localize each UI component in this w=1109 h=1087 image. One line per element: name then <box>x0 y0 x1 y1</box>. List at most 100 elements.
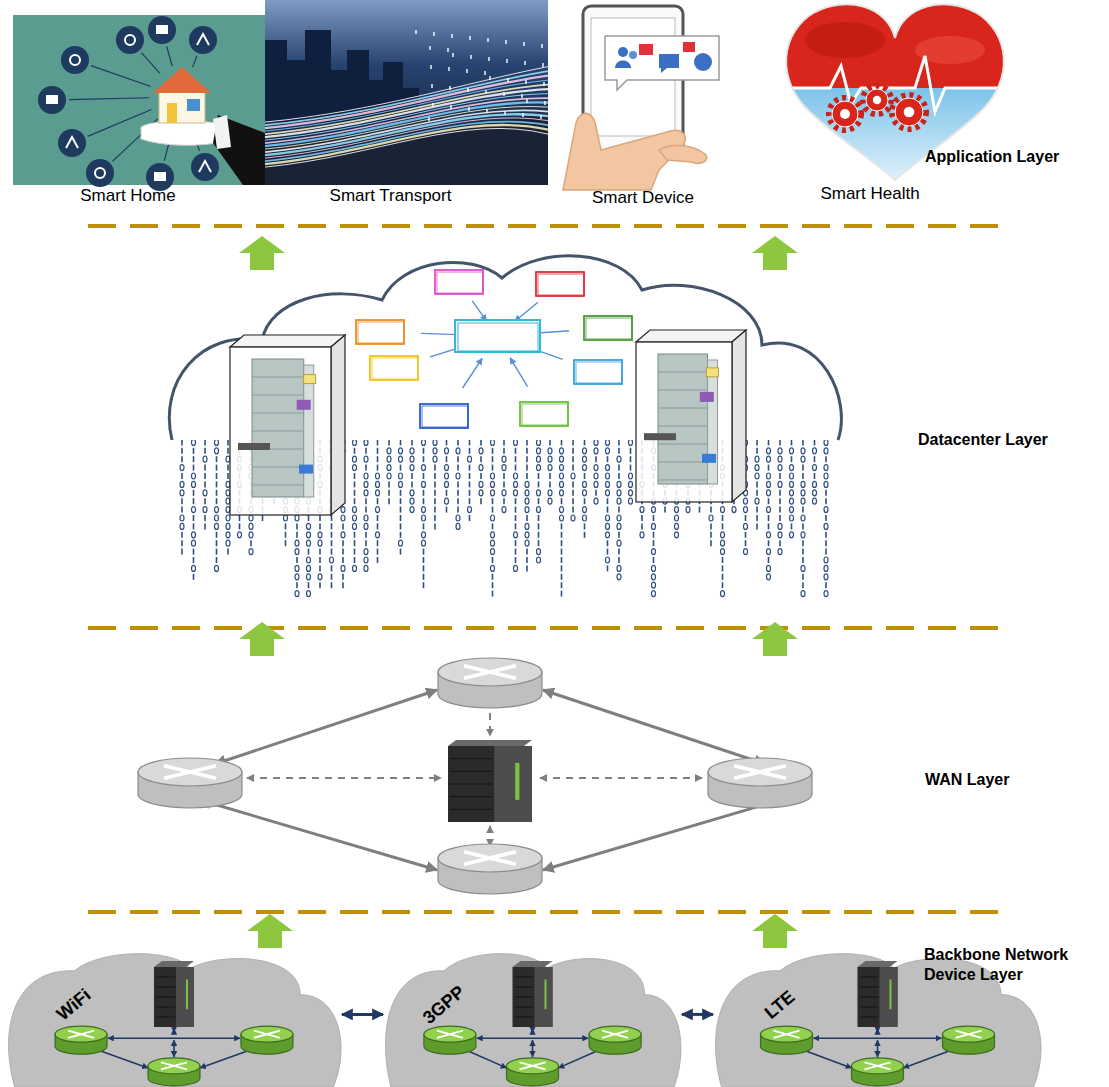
illustration-ellipse <box>353 507 357 513</box>
illustration-line <box>423 490 425 496</box>
illustration-line <box>768 498 770 504</box>
illustration-ellipse <box>226 490 230 496</box>
illustration-ellipse <box>813 448 817 454</box>
illustration-ellipse <box>824 473 828 479</box>
illustration-ellipse <box>387 465 391 471</box>
illustration-line <box>377 523 379 529</box>
illustration-line <box>365 507 367 513</box>
illustration-line <box>173 1029 175 1032</box>
illustration-line <box>377 498 379 504</box>
illustration-ellipse <box>525 507 529 513</box>
illustration-line <box>215 690 437 764</box>
router-symbol <box>852 1058 904 1086</box>
illustration-circle <box>86 159 114 187</box>
illustration-line <box>865 1062 891 1069</box>
illustration-ellipse <box>445 481 449 487</box>
illustration-line <box>658 372 708 373</box>
flow-up-arrow <box>239 236 285 270</box>
illustration-ellipse <box>801 532 805 538</box>
illustration-ellipse <box>438 844 542 872</box>
illustration-line <box>193 490 195 496</box>
illustration-polygon <box>153 67 211 93</box>
illustration-line <box>423 456 425 462</box>
illustration-line <box>664 507 666 513</box>
illustration-rect <box>167 103 177 123</box>
illustration-ellipse <box>790 507 794 513</box>
illustration-line <box>434 498 436 504</box>
illustration-ellipse <box>364 439 368 445</box>
illustration-g <box>563 6 719 190</box>
illustration-ellipse <box>203 456 207 462</box>
illustration-ellipse <box>943 1026 995 1042</box>
layer-label: Application Layer <box>925 147 1105 167</box>
illustration-line <box>464 666 516 679</box>
cloud-outline <box>385 954 680 1087</box>
illustration-rect <box>542 63 544 67</box>
illustration-rect <box>428 117 430 121</box>
illustration-line <box>216 549 218 555</box>
illustration-rect <box>159 91 205 123</box>
illustration-ellipse <box>652 582 656 588</box>
link-arrow <box>342 1013 383 1016</box>
illustration-line <box>532 1040 534 1057</box>
illustration-line <box>164 766 216 779</box>
illustration-rect <box>430 65 432 69</box>
illustration-line <box>492 591 494 597</box>
illustration-line <box>446 490 448 496</box>
illustration-circle <box>61 46 89 74</box>
illustration-line <box>354 498 356 504</box>
illustration-polygon <box>230 335 345 347</box>
illustration-line <box>342 582 344 588</box>
illustration-ellipse <box>307 591 311 597</box>
router-symbol <box>943 1026 995 1054</box>
illustration-line <box>549 473 551 479</box>
illustration-line <box>457 481 459 487</box>
illustration-ellipse <box>422 439 426 445</box>
illustration-line <box>457 465 459 471</box>
illustration-line <box>538 515 540 521</box>
illustration-line <box>802 523 804 529</box>
illustration-ellipse <box>226 540 230 546</box>
illustration-line <box>561 574 563 580</box>
illustration-ellipse <box>284 515 288 521</box>
illustration-line <box>469 481 471 487</box>
illustration-line <box>400 465 402 471</box>
router-symbol <box>138 758 242 808</box>
illustration-ellipse <box>560 515 564 521</box>
illustration-line <box>572 498 574 504</box>
illustration-line <box>254 1031 280 1038</box>
illustration-ellipse <box>640 532 644 538</box>
illustration-line <box>779 515 781 521</box>
illustration-rect <box>452 53 454 57</box>
illustration-line <box>319 557 321 563</box>
illustration-ellipse <box>249 549 253 555</box>
illustration-line <box>802 465 804 471</box>
illustration-line <box>193 523 195 529</box>
illustration-ellipse <box>341 515 345 521</box>
illustration-line <box>193 574 195 580</box>
illustration-ellipse <box>617 481 621 487</box>
illustration-g <box>9 954 341 1087</box>
illustration-line <box>423 523 425 529</box>
illustration-circle <box>873 96 881 104</box>
illustration-rect <box>415 30 417 34</box>
illustration-circle <box>148 16 176 44</box>
illustration-ellipse <box>652 574 656 580</box>
illustration-polygon <box>858 961 898 967</box>
illustration-ellipse <box>424 1026 476 1042</box>
illustration-line <box>618 549 620 555</box>
flow-up-arrow <box>247 914 293 948</box>
illustration-ellipse <box>560 456 564 462</box>
illustration-line <box>216 557 218 563</box>
illustration-line <box>377 540 379 546</box>
illustration-line <box>768 557 770 563</box>
illustration-line <box>653 532 655 538</box>
illustration-line <box>791 523 793 529</box>
illustration-line <box>331 565 333 571</box>
illustration-ellipse <box>376 532 380 538</box>
illustration-line <box>515 507 517 513</box>
illustration-ellipse <box>744 523 748 529</box>
illustration-ellipse <box>824 439 828 445</box>
illustration-ellipse <box>824 557 828 563</box>
illustration-line <box>602 1031 628 1038</box>
